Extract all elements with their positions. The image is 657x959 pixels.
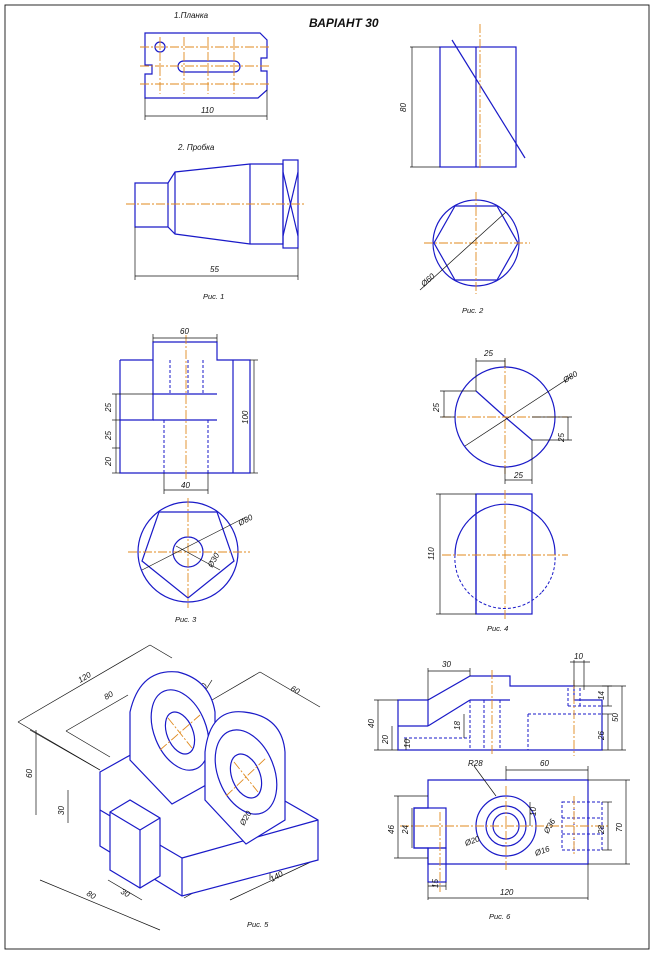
fig5-dim-60a: 60	[289, 684, 302, 697]
fig6-front-view	[397, 675, 603, 751]
fig3-dim-40: 40	[181, 481, 190, 490]
fig3-dim-diam30: Ø30	[205, 551, 221, 570]
fig2-front-view	[439, 46, 517, 168]
fig6-drawing: 30 10 14 50 26 40 20 10 18	[367, 652, 630, 921]
fig6-dim-20: 20	[381, 735, 390, 745]
fig5-dim-30b: 30	[119, 887, 132, 900]
fig6-dim-15: 15	[431, 879, 440, 888]
fig2-hexagon	[433, 205, 519, 281]
fig3-dim-100: 100	[241, 410, 250, 424]
fig6-dim-46: 46	[387, 825, 396, 834]
fig6-dim-10-top: 10	[574, 652, 583, 661]
fig6-dim-18: 18	[453, 721, 462, 730]
fig6-left-tab	[413, 807, 447, 849]
fig2-cylinder-drawing: 80 Ø60 Рис. 2	[399, 24, 530, 315]
fig1-caption: Рис. 1	[203, 292, 224, 301]
fig3-caption: Рис. 3	[175, 615, 197, 624]
fig1-part2-name: 2. Пробка	[177, 143, 215, 152]
fig5-front-step	[109, 799, 161, 889]
fig6-dim-14: 14	[597, 691, 606, 700]
fig4-dim-top-25: 25	[483, 349, 493, 358]
fig4-dim-110: 110	[427, 547, 436, 560]
fig6-dim-phi16: Ø16	[533, 844, 552, 858]
fig2-dim-diam: Ø60	[419, 271, 437, 289]
fig6-dim-24: 24	[401, 825, 410, 835]
fig2-caption: Рис. 2	[462, 306, 484, 315]
fig5-isometric-drawing: 120 80 R30 60 60 30 40 80 30 40 50 140	[17, 644, 321, 931]
fig1-dim-55: 55	[210, 265, 219, 274]
fig3-pentagon	[141, 511, 235, 599]
fig5-dim-60b: 60	[25, 769, 34, 778]
fig3-dim-25b: 25	[104, 431, 113, 441]
fig3-drawing: 60 25 25 20 100 40 Ø80 Ø30 Рис. 3	[104, 327, 258, 624]
fig5-right-boss-face	[214, 729, 278, 815]
fig5-left-hole	[164, 711, 196, 755]
fig5-dim-30a: 30	[57, 806, 66, 815]
fig3-front-view	[119, 341, 251, 474]
fig6-dim-10: 10	[403, 739, 412, 748]
fig5-right-hole	[229, 753, 263, 799]
fig1-part1-name: 1.Планка	[174, 11, 209, 20]
fig5-dim-120: 120	[77, 670, 94, 685]
variant-title: ВАРІАНТ 30	[309, 16, 379, 30]
fig6-dim-50: 50	[611, 713, 620, 722]
fig4-dim-right-25: 25	[557, 433, 566, 443]
fig6-dim-70: 70	[615, 823, 624, 832]
fig4-dim-left-25: 25	[432, 403, 441, 413]
fig3-dim-25a: 25	[104, 403, 113, 413]
fig6-dim-28: 28	[597, 825, 606, 835]
sheet-frame	[4, 4, 650, 950]
fig4-dim-diam: Ø80	[561, 369, 580, 385]
fig6-dim-phi20: Ø20	[463, 834, 482, 848]
fig1-dim-110: 110	[201, 106, 214, 115]
fig4-caption: Рис. 4	[487, 624, 508, 633]
fig6-dim-40: 40	[367, 719, 376, 728]
fig5-left-boss-face	[150, 689, 210, 771]
fig6-dim-10b: 10	[529, 807, 538, 816]
fig4-dim-bottom-25: 25	[513, 471, 523, 480]
fig6-caption: Рис. 6	[489, 912, 511, 921]
fig2-dim-80: 80	[399, 103, 408, 112]
fig5-caption: Рис. 5	[247, 920, 269, 929]
fig6-dim-30: 30	[442, 660, 451, 669]
fig3-dim-20: 20	[104, 457, 113, 467]
fig4-drawing: 25 25 Ø80 25 25 110 Рис. 4	[427, 349, 580, 633]
fig3-dim-60: 60	[180, 327, 189, 336]
fig4-front-view	[475, 493, 533, 615]
fig5-dim-80: 80	[103, 689, 116, 702]
fig6-dim-120: 120	[500, 888, 514, 897]
fig3-dim-diam80: Ø80	[236, 512, 255, 528]
fig6-dim-R28: R28	[468, 759, 483, 768]
fig6-dim-60: 60	[540, 759, 549, 768]
fig1-plate-drawing: 1.Планка 110 2. Пробка 55 Рис. 1	[126, 11, 306, 301]
fig6-dim-26: 26	[597, 731, 606, 741]
fig6-bottom-tab	[427, 847, 447, 883]
fig1-plate-slot	[177, 60, 241, 73]
